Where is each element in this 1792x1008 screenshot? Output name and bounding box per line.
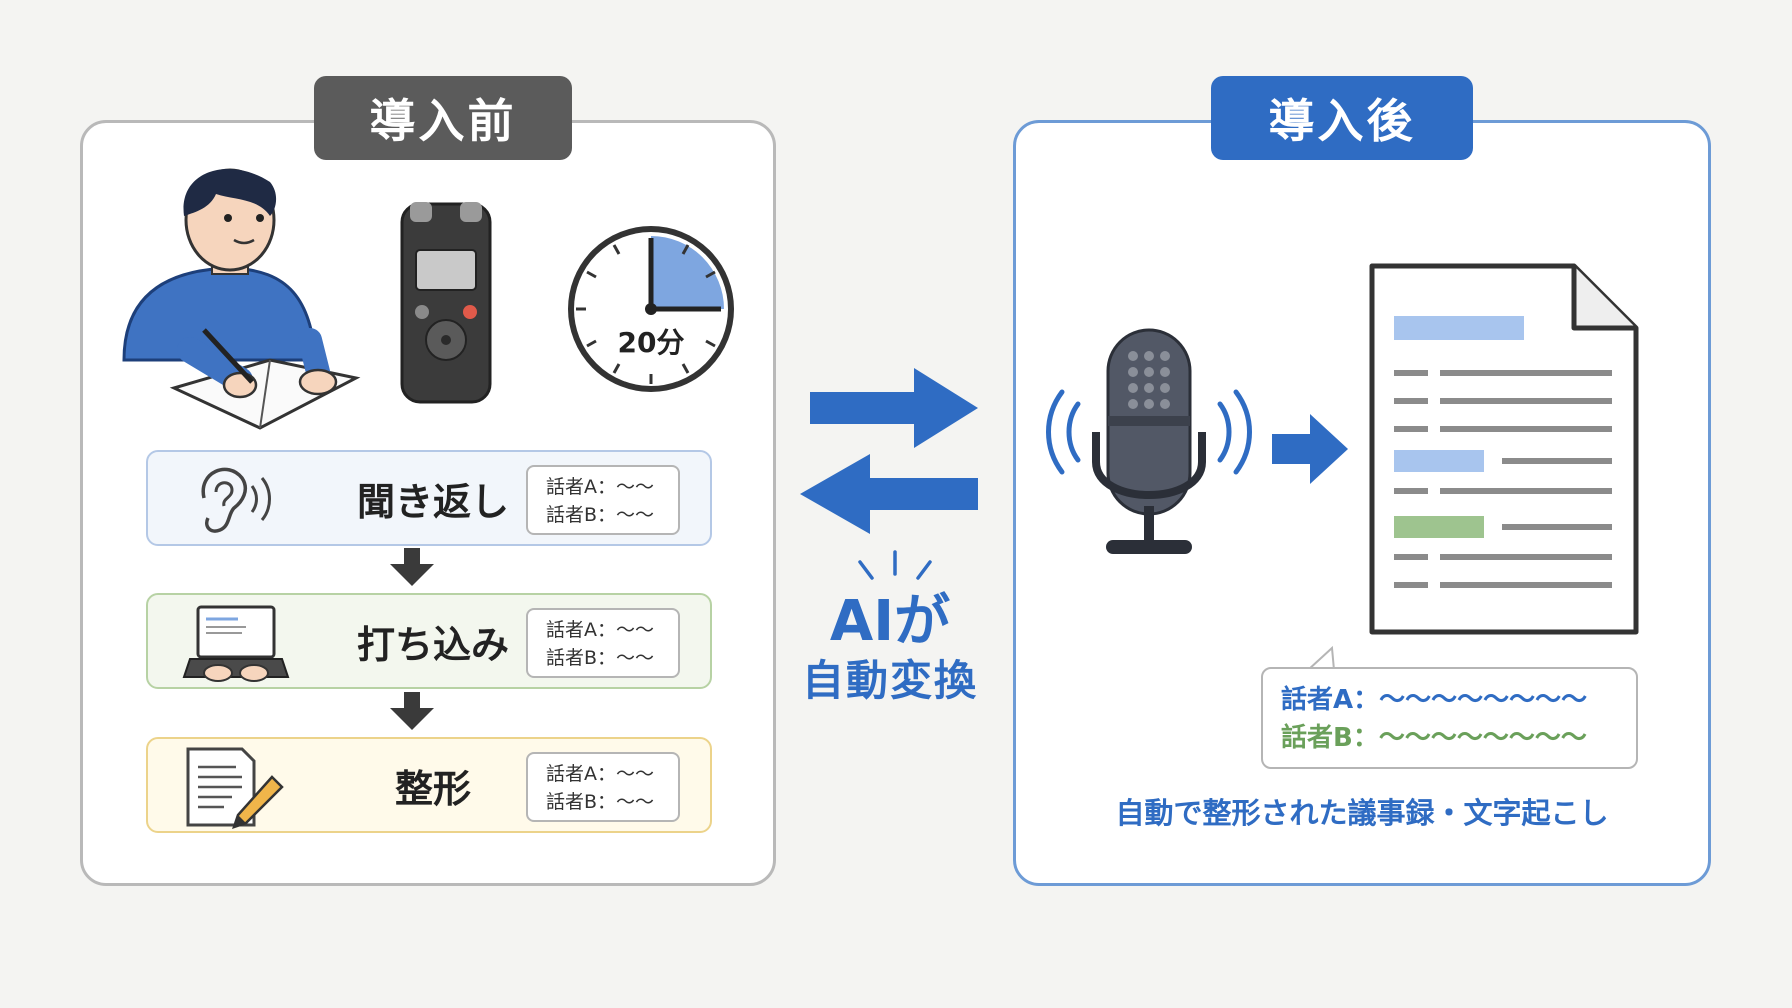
after-tab: 導入後 [1211, 76, 1473, 160]
step-label: 打ち込み [356, 622, 509, 667]
speech-bubble: 話者A：〜〜 話者B：〜〜 [526, 608, 680, 678]
speaker-b-line: 話者B：〜〜〜〜〜〜〜〜 [1281, 723, 1587, 753]
transcript-result-bubble: 話者A：〜〜〜〜〜〜〜〜 話者B：〜〜〜〜〜〜〜〜 [1261, 667, 1638, 769]
timer-clock-icon: 20分 [568, 226, 734, 392]
step-listen-back: 聞き返し 話者A：〜〜 話者B：〜〜 [146, 450, 712, 546]
ai-caption-line1: AIが [829, 589, 951, 654]
step-label: 整形 [394, 766, 471, 811]
bubble-line-b: 話者B：〜〜 [546, 647, 655, 669]
voice-recorder-icon [400, 202, 492, 404]
speaker-a-line: 話者A：〜〜〜〜〜〜〜〜 [1281, 685, 1588, 715]
ear-icon [201, 467, 271, 533]
bubble-line-b: 話者B：〜〜 [546, 791, 655, 813]
arrow-right-icon [810, 368, 978, 448]
down-arrow-icon [390, 548, 434, 586]
step-label: 聞き返し [356, 479, 509, 524]
bubble-line-a: 話者A：〜〜 [546, 476, 654, 498]
speech-bubble: 話者A：〜〜 話者B：〜〜 [526, 752, 680, 822]
speech-bubble: 話者A：〜〜 話者B：〜〜 [526, 465, 680, 535]
bubble-line-a: 話者A：〜〜 [546, 763, 654, 785]
down-arrow-icon [390, 692, 434, 730]
arrow-right-small-icon [1272, 414, 1348, 484]
transcript-document-icon [1369, 263, 1639, 635]
timer-label: 20分 [618, 326, 685, 359]
before-tab: 導入前 [314, 76, 572, 160]
bubble-line-b: 話者B：〜〜 [546, 504, 655, 526]
step-typing: 打ち込み 話者A：〜〜 話者B：〜〜 [146, 593, 712, 689]
laptop-typing-icon [182, 605, 290, 682]
person-writing-icon [122, 168, 361, 430]
microphone-icon [1046, 328, 1252, 554]
arrow-left-icon [800, 454, 978, 534]
ai-conversion-caption: AIが 自動変換 [790, 590, 990, 708]
sparkle-lines-icon [858, 550, 932, 580]
ai-caption-line2: 自動変換 [801, 656, 978, 705]
bubble-line-a: 話者A：〜〜 [546, 619, 654, 641]
document-pencil-icon [186, 747, 284, 829]
after-caption: 自動で整形された議事録・文字起こし [1115, 796, 1609, 830]
step-formatting: 整形 話者A：〜〜 話者B：〜〜 [146, 737, 712, 833]
